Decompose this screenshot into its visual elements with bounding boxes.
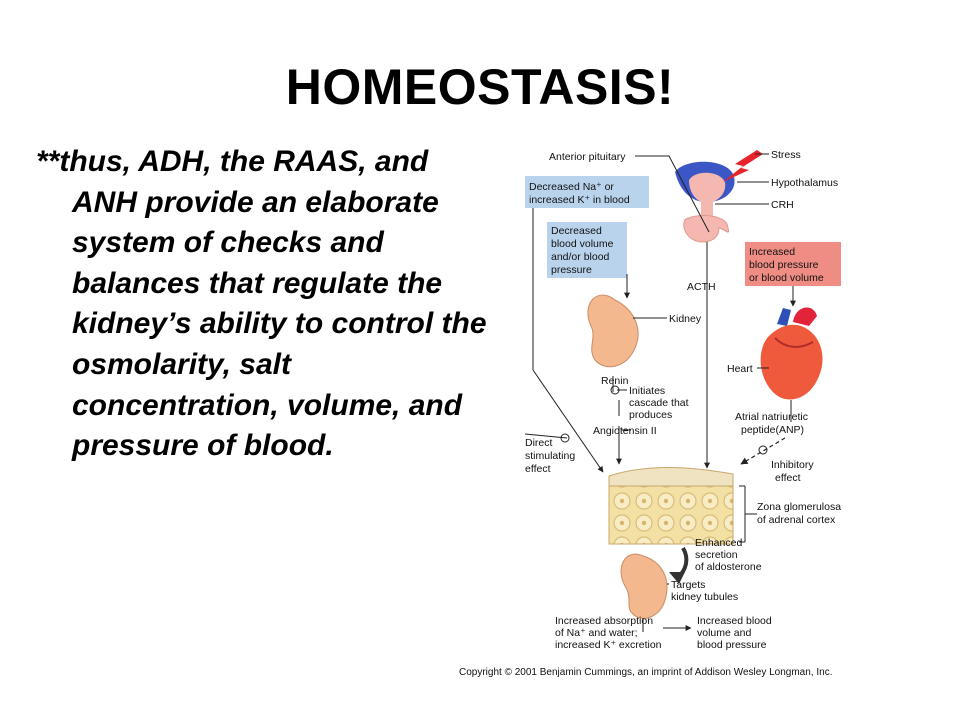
label-direct: stimulating (525, 450, 575, 462)
copyright-notice: Copyright © 2001 Benjamin Cummings, an i… (459, 667, 832, 678)
slide-title: HOMEOSTASIS! (285, 59, 675, 115)
box-blood-volume (547, 222, 627, 278)
box-bv-line: and/or blood (551, 251, 610, 263)
label-enhanced: Enhanced (695, 537, 742, 549)
heart-icon (760, 307, 823, 400)
label-initiates: produces (629, 409, 672, 421)
label-absorption: Increased absorption (555, 615, 653, 627)
box-bp-line: blood pressure (749, 259, 819, 271)
label-zona: of adrenal cortex (757, 514, 836, 526)
raas-figure: Decreased Na⁺ or increased K⁺ in blood D… (457, 138, 957, 698)
label-enhanced: secretion (695, 549, 738, 561)
label-hypothalamus: Hypothalamus (771, 177, 838, 189)
label-anterior-pituitary: Anterior pituitary (549, 151, 626, 163)
box-bv-line: blood volume (551, 238, 614, 250)
label-zona: Zona glomerulosa (757, 501, 841, 513)
label-initiates: cascade that (629, 397, 689, 409)
label-inhibitory: Inhibitory (771, 459, 814, 471)
label-anp: peptide(ANP) (741, 424, 804, 436)
label-stress: Stress (771, 149, 801, 161)
label-crh: CRH (771, 199, 794, 211)
label-increased-bv: Increased blood (697, 615, 772, 627)
kidney-icon (587, 294, 639, 368)
label-acth: ACTH (687, 281, 716, 293)
label-direct: effect (525, 463, 551, 475)
box-bp-line: Increased (749, 246, 795, 258)
label-initiates: Initiates (629, 385, 665, 397)
box-blood-pressure (745, 242, 841, 286)
bullet-text: **thus, ADH, the RAAS, and ANH provide a… (36, 145, 487, 463)
label-targets: kidney tubules (671, 591, 738, 603)
label-angiotensin: Angiotensin II (593, 425, 657, 437)
label-kidney: Kidney (669, 313, 702, 325)
box-bv-line: pressure (551, 264, 592, 276)
label-renin: Renin (601, 375, 629, 387)
stress-bolt-icon (723, 150, 763, 182)
label-direct: Direct (525, 437, 553, 449)
adrenal-cortex-illustration (608, 467, 734, 545)
box-bv-line: Decreased (551, 225, 602, 237)
label-heart: Heart (727, 363, 753, 375)
label-anp: Atrial natriuretic (735, 411, 808, 423)
kidney-bottom-icon (620, 553, 668, 619)
pituitary-illustration (675, 161, 735, 243)
label-targets: Targets (671, 579, 705, 591)
label-increased-bv: volume and (697, 627, 751, 639)
box-na-k-line: Decreased Na⁺ or (529, 181, 614, 193)
label-enhanced: of aldosterone (695, 561, 762, 573)
raas-diagram: Decreased Na⁺ or increased K⁺ in blood D… (459, 149, 841, 678)
box-na-k-line: increased K⁺ in blood (529, 194, 630, 206)
label-absorption: of Na⁺ and water; (555, 627, 638, 639)
label-absorption: increased K⁺ excretion (555, 639, 662, 651)
label-inhibitory: effect (775, 472, 801, 484)
box-bp-line: or blood volume (749, 272, 824, 284)
box-na-k (525, 176, 649, 208)
inhibitory-arrow (740, 437, 786, 465)
label-increased-bv: blood pressure (697, 639, 767, 651)
